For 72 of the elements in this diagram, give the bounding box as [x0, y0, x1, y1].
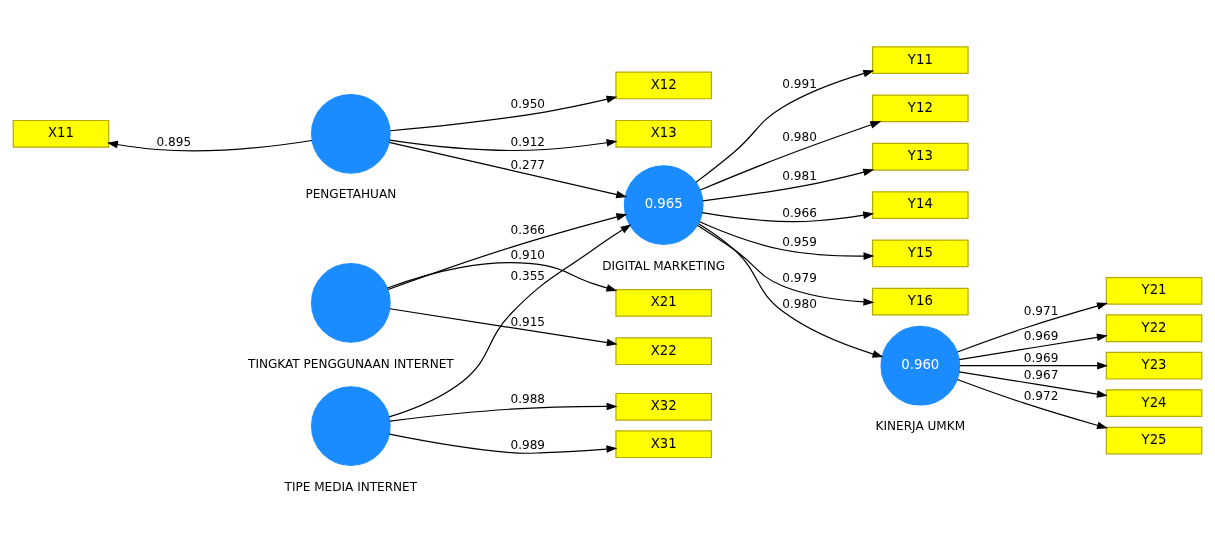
node-box: Y25: [1105, 426, 1203, 454]
edge-label: 0.967: [1023, 367, 1059, 382]
edge-label: 0.895: [156, 134, 192, 149]
arrow: [958, 370, 1108, 398]
edge-label: 0.969: [1023, 350, 1059, 365]
node-label: KINERJA UMKM: [875, 418, 966, 433]
arrow: [698, 222, 884, 358]
edge-label: 0.912: [510, 134, 546, 149]
arrow: [388, 223, 632, 417]
arrow: [386, 261, 618, 292]
arrow: [389, 307, 618, 346]
arrow: [696, 224, 875, 306]
node-label: TIPE MEDIA INTERNET: [284, 479, 418, 494]
node-box: Y12: [872, 94, 969, 122]
node-circle: [310, 93, 391, 174]
node-label: DIGITAL MARKETING: [602, 258, 726, 273]
node-box: X21: [615, 288, 712, 317]
arrow: [389, 95, 618, 131]
node-box: Y16: [872, 287, 969, 316]
node-circle: 0.965: [623, 164, 704, 245]
node-box: X11: [12, 119, 110, 148]
node-circle: [310, 385, 391, 466]
arrow: [389, 138, 618, 151]
edge-label: 0.971: [1023, 303, 1059, 318]
arrow: [388, 433, 618, 454]
node-box: Y13: [872, 142, 969, 171]
edge-label: 0.980: [782, 129, 817, 144]
node-box: Y15: [872, 239, 969, 267]
edge-label: 0.981: [782, 168, 817, 183]
node-box: X12: [615, 71, 712, 99]
edge-label: 0.966: [782, 205, 817, 220]
edge-label: 0.989: [510, 437, 546, 452]
edge-label: 0.366: [510, 222, 546, 237]
node-box: Y14: [872, 190, 969, 219]
edge-label: 0.988: [510, 391, 546, 406]
node-box: X32: [615, 392, 712, 421]
edge-label: 0.277: [510, 157, 546, 172]
node-box: X13: [615, 119, 712, 148]
arrow: [695, 69, 875, 183]
arrow: [956, 301, 1108, 353]
node-box: Y22: [1105, 313, 1203, 342]
node-label: TINGKAT PENGGUNAAN INTERNET: [248, 356, 454, 371]
edge-label: 0.910: [510, 247, 546, 262]
arrow: [699, 120, 882, 191]
arrow: [389, 402, 618, 422]
node-box: X22: [615, 336, 712, 365]
node-box: X31: [615, 429, 712, 458]
edge-label: 0.969: [1023, 328, 1059, 343]
node-box: Y21: [1105, 276, 1203, 305]
arrow: [388, 141, 628, 198]
node-label: PENGETAHUAN: [305, 186, 397, 201]
arrow: [106, 139, 313, 151]
node-box: Y24: [1105, 388, 1203, 417]
node-box: Y23: [1105, 351, 1203, 380]
arrow: [959, 361, 1109, 369]
node-box: Y11: [872, 45, 969, 74]
node-circle: [310, 262, 391, 343]
edge-label: 0.959: [782, 234, 817, 249]
edge-label: 0.355: [510, 268, 546, 283]
node-circle: 0.960: [880, 325, 961, 406]
arrow: [958, 333, 1108, 360]
arrow: [387, 212, 628, 290]
edge-label: 0.979: [782, 270, 817, 285]
edge-label: 0.991: [782, 76, 817, 91]
edge-label: 0.950: [510, 96, 546, 111]
arrow: [956, 378, 1108, 429]
arrow: [702, 168, 875, 201]
edge-label: 0.980: [782, 296, 817, 311]
arrow: [701, 210, 875, 222]
edge-label: 0.972: [1023, 388, 1059, 403]
arrow: [698, 220, 875, 260]
edge-label: 0.915: [510, 314, 546, 329]
